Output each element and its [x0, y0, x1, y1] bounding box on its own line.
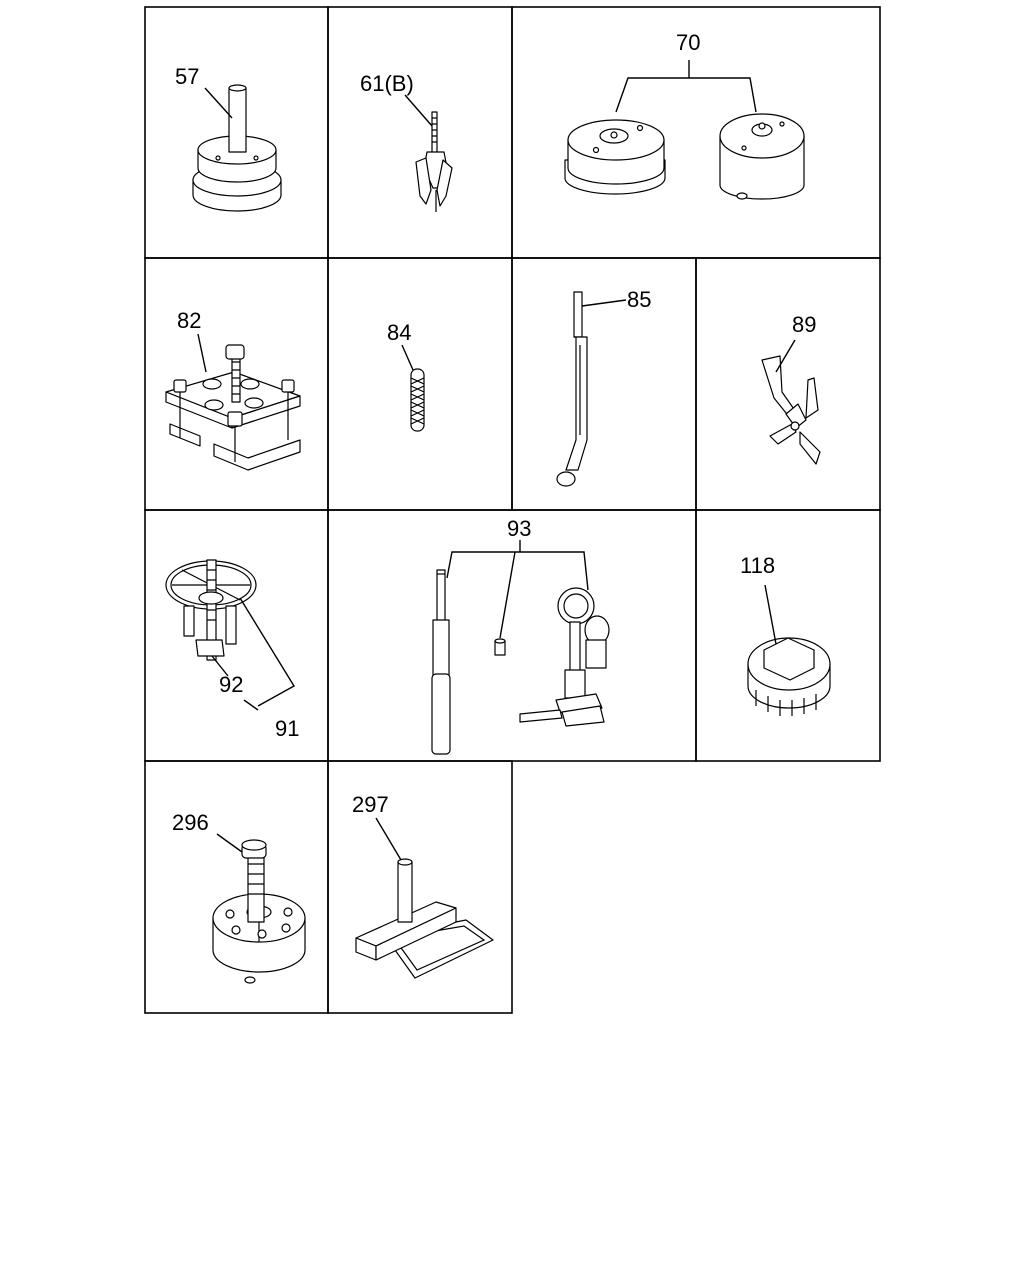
cell-89 — [695, 257, 881, 511]
part-70-drawing: 70 — [564, 30, 805, 200]
part-82-drawing: 82 — [165, 308, 301, 471]
grid-frame — [144, 6, 881, 1014]
callout-93: 93 — [507, 516, 531, 541]
cell-61b — [327, 6, 513, 259]
callout-89: 89 — [792, 312, 816, 337]
callout-84: 84 — [387, 320, 411, 345]
part-84-drawing: 84 — [387, 320, 425, 432]
callout-297: 297 — [352, 792, 389, 817]
callout-296: 296 — [172, 810, 209, 835]
callout-118: 118 — [740, 553, 775, 578]
part-91-92-drawing: 92 91 — [165, 559, 299, 741]
cell-85 — [511, 257, 697, 511]
cell-93 — [327, 509, 697, 762]
part-93-drawing: 93 — [431, 516, 610, 755]
callout-92: 92 — [219, 672, 243, 697]
callout-61b: 61(B) — [360, 71, 414, 96]
callout-91: 91 — [275, 716, 299, 741]
cell-297 — [327, 760, 513, 1014]
part-118-drawing: 118 — [740, 553, 831, 716]
part-61b-drawing: 61(B) — [360, 71, 453, 212]
callout-70: 70 — [676, 30, 700, 55]
part-57-drawing: 57 — [175, 64, 282, 212]
cell-296 — [144, 760, 329, 1014]
callout-85: 85 — [627, 287, 651, 312]
part-85-drawing: 85 — [556, 287, 651, 487]
callout-82: 82 — [177, 308, 201, 333]
callout-57: 57 — [175, 64, 199, 89]
cell-118 — [695, 509, 881, 762]
part-296-drawing: 296 — [172, 810, 306, 984]
part-297-drawing: 297 — [352, 792, 494, 979]
part-89-drawing: 89 — [761, 312, 821, 465]
